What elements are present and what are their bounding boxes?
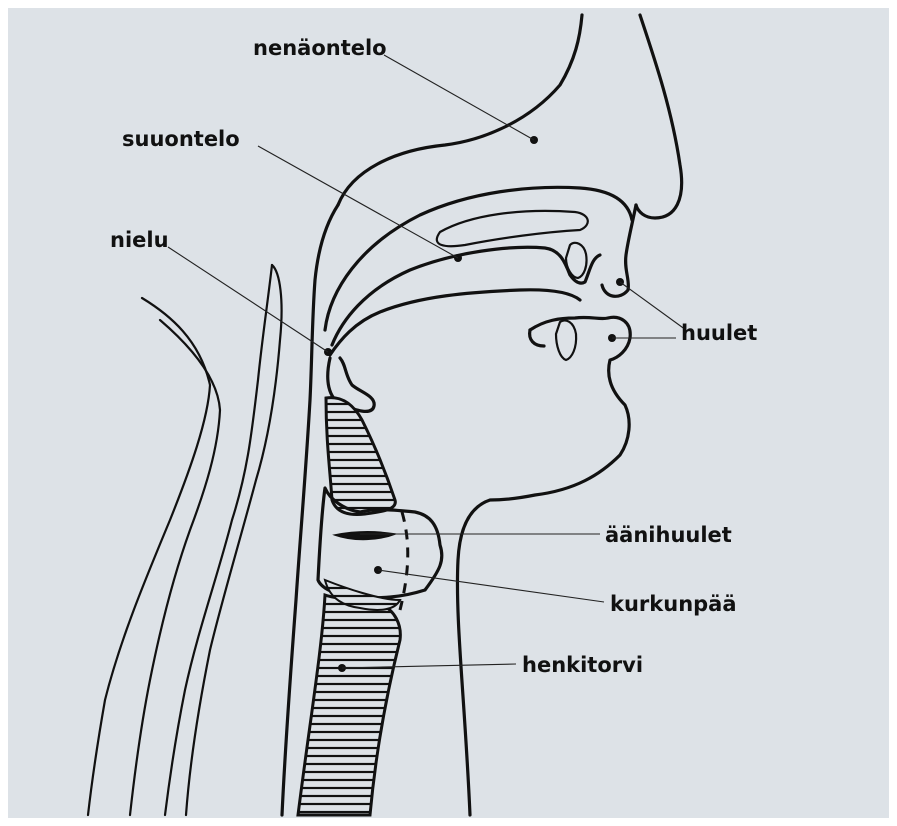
- label-trachea: henkitorvi: [522, 653, 643, 677]
- label-pharynx: nielu: [110, 228, 169, 252]
- label-nasal-cavity: nenäontelo: [253, 36, 387, 60]
- label-larynx: kurkunpää: [610, 592, 737, 616]
- label-oral-cavity: suuontelo: [122, 127, 240, 151]
- label-vocal-folds: äänihuulet: [605, 523, 732, 547]
- label-lips: huulet: [681, 321, 757, 345]
